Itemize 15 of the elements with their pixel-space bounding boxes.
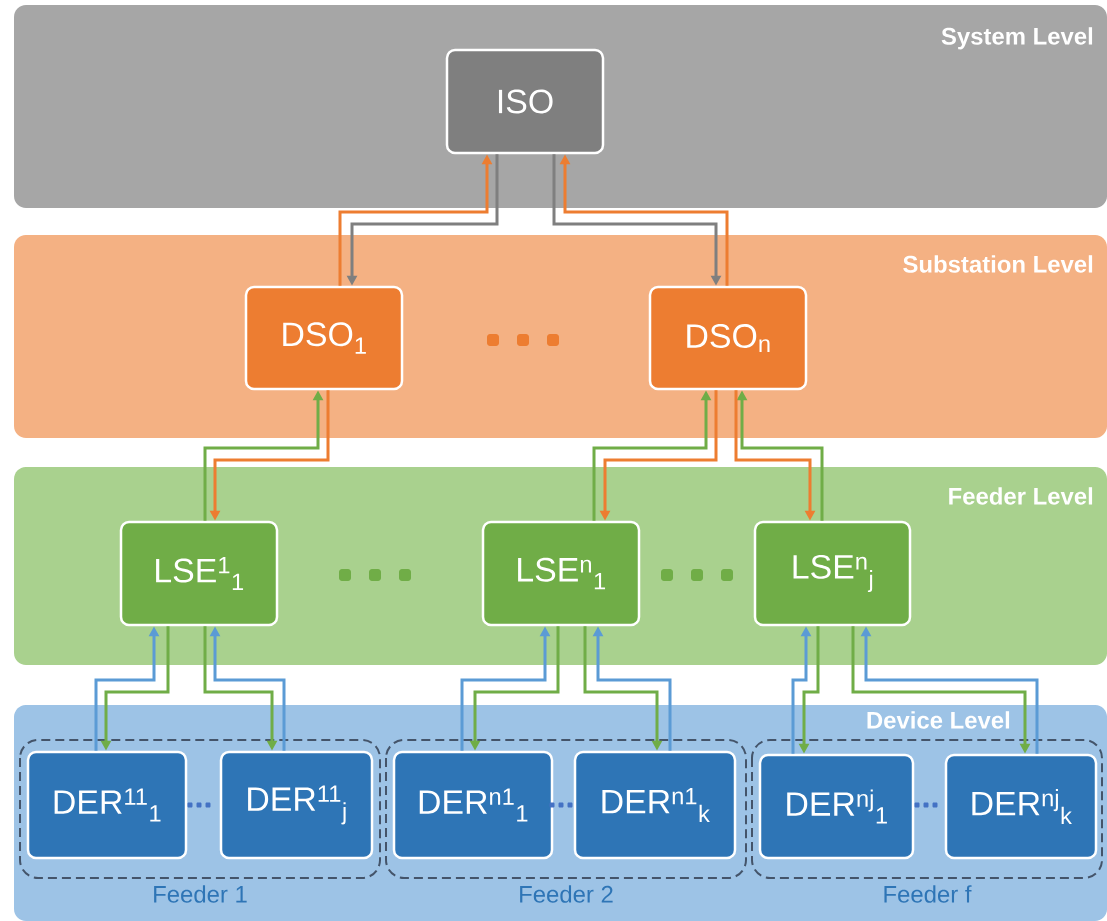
process-box: LSE$^{n}$1	[481, 520, 641, 627]
process-box: ISO	[445, 48, 605, 155]
process-box: DER$^{n1}$1	[392, 750, 554, 860]
node-label: Feeder 2	[520, 885, 613, 903]
process-box: DER$^{11}$j	[219, 750, 374, 860]
node-label: Feeder 1	[154, 885, 247, 903]
process-box: DSO$_{1}$	[244, 285, 404, 391]
process-box: LSE$^{1}$1	[119, 520, 279, 627]
process-box: DER$^{n1}$k	[573, 750, 737, 860]
process-box: DSO$_{n}$	[648, 285, 808, 391]
process-box: DER$^{nj}$k	[944, 753, 1098, 860]
process-box: LSE$^{n}$j	[753, 520, 912, 627]
node-label: Feeder f	[884, 885, 972, 903]
process-box: DER$^{11}$1	[26, 750, 188, 860]
process-box: DER$^{nj}$1	[758, 753, 915, 860]
